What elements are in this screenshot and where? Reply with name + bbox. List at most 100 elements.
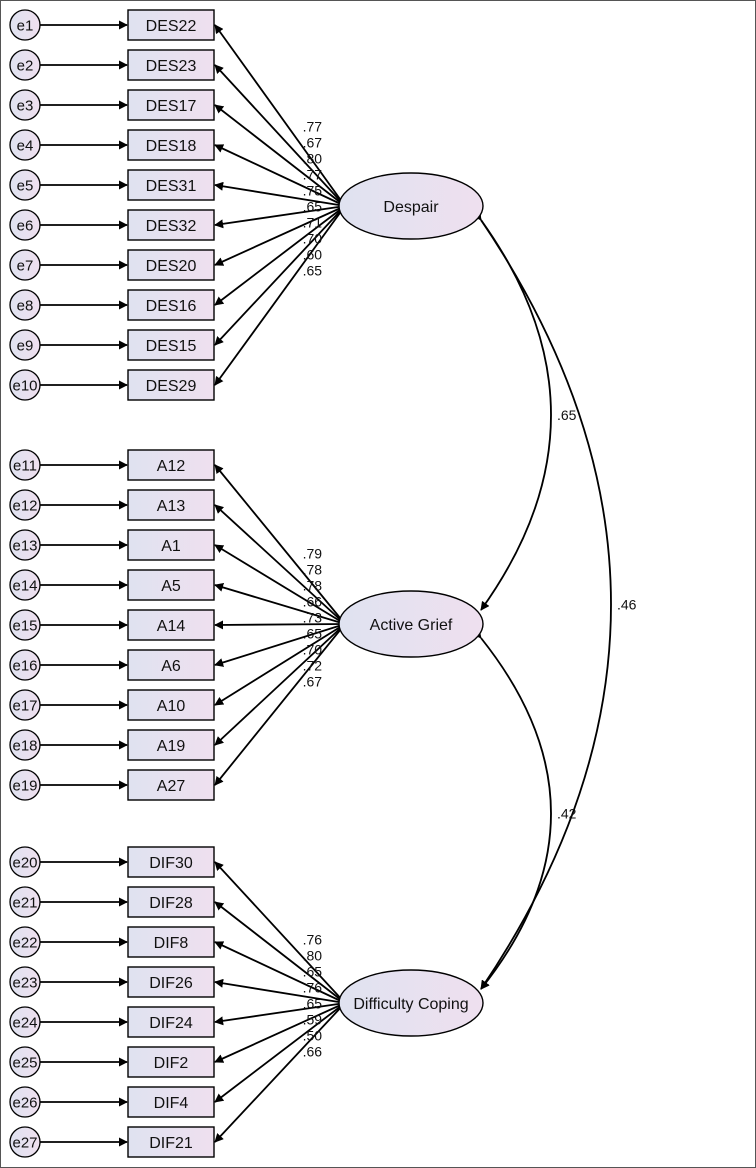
item-label-des29: DES29 bbox=[146, 378, 197, 395]
correlation-arc-despair-difficulty-coping bbox=[472, 210, 612, 990]
error-e13 bbox=[9, 529, 41, 561]
error-e7 bbox=[9, 249, 41, 281]
loading-value-dif30: .76 bbox=[303, 932, 323, 948]
error-label-e5: e5 bbox=[17, 178, 34, 195]
error-label-e14: e14 bbox=[12, 578, 37, 595]
item-box-dif30 bbox=[127, 846, 215, 878]
error-label-e25: e25 bbox=[12, 1055, 37, 1072]
error-e18 bbox=[9, 729, 41, 761]
error-e1 bbox=[9, 9, 41, 41]
loading-value-a10: .70 bbox=[303, 641, 323, 657]
loading-path-a19 bbox=[214, 623, 346, 746]
loading-value-a14: .73 bbox=[303, 609, 323, 625]
correlation-value-despair-difficulty-coping: .46 bbox=[617, 597, 637, 613]
loading-path-a14 bbox=[214, 620, 346, 630]
item-box-a19 bbox=[127, 729, 215, 761]
error-label-e19: e19 bbox=[12, 778, 37, 795]
error-label-e23: e23 bbox=[12, 975, 37, 992]
loading-value-a19: .72 bbox=[303, 657, 323, 673]
correlation-arc-active-grief-difficulty-coping bbox=[472, 628, 552, 990]
loading-value-a5: .66 bbox=[303, 593, 323, 609]
latent-label-despair: Despair bbox=[383, 199, 439, 216]
latent-active-grief bbox=[338, 590, 484, 658]
error-label-e21: e21 bbox=[12, 895, 37, 912]
loading-path-des29 bbox=[214, 205, 346, 386]
error-e5 bbox=[9, 169, 41, 201]
error-label-e1: e1 bbox=[17, 18, 34, 35]
error-e3 bbox=[9, 89, 41, 121]
item-label-dif2: DIF2 bbox=[154, 1055, 189, 1072]
loading-path-dif28 bbox=[214, 901, 346, 1004]
item-label-des16: DES16 bbox=[146, 298, 197, 315]
loading-value-des17: .80 bbox=[303, 151, 323, 167]
loading-path-dif30 bbox=[214, 861, 346, 1004]
item-box-a12 bbox=[127, 449, 215, 481]
item-box-dif8 bbox=[127, 926, 215, 958]
item-box-des17 bbox=[127, 89, 215, 121]
error-label-e4: e4 bbox=[17, 138, 34, 155]
item-box-dif26 bbox=[127, 966, 215, 998]
item-label-des18: DES18 bbox=[146, 138, 197, 155]
loading-value-des18: .77 bbox=[303, 167, 323, 183]
loading-path-a6 bbox=[214, 623, 346, 667]
loading-value-des20: .71 bbox=[303, 215, 323, 231]
item-box-a6 bbox=[127, 649, 215, 681]
error-label-e3: e3 bbox=[17, 98, 34, 115]
loading-path-dif24 bbox=[214, 1002, 346, 1026]
error-e2 bbox=[9, 49, 41, 81]
item-box-dif21 bbox=[127, 1126, 215, 1158]
item-box-a14 bbox=[127, 609, 215, 641]
item-label-dif8: DIF8 bbox=[154, 935, 189, 952]
item-label-des31: DES31 bbox=[146, 178, 197, 195]
item-label-des17: DES17 bbox=[146, 98, 197, 115]
error-label-e11: e11 bbox=[13, 458, 37, 475]
error-e9 bbox=[9, 329, 41, 361]
item-box-dif28 bbox=[127, 886, 215, 918]
loading-path-dif21 bbox=[214, 1002, 346, 1143]
item-label-dif21: DIF21 bbox=[149, 1135, 193, 1152]
loading-value-a27: .67 bbox=[303, 673, 323, 689]
item-label-a12: A12 bbox=[157, 458, 186, 475]
item-label-dif24: DIF24 bbox=[149, 1015, 193, 1032]
error-label-e10: e10 bbox=[12, 378, 37, 395]
error-label-e12: e12 bbox=[12, 498, 37, 515]
error-label-e26: e26 bbox=[12, 1095, 37, 1112]
error-e12 bbox=[9, 489, 41, 521]
error-label-e20: e20 bbox=[12, 855, 37, 872]
loading-value-dif8: .65 bbox=[303, 964, 323, 980]
loading-path-a13 bbox=[214, 504, 346, 625]
error-label-e2: e2 bbox=[17, 58, 34, 75]
loading-path-des22 bbox=[214, 24, 346, 207]
latent-label-difficulty-coping: Difficulty Coping bbox=[353, 996, 468, 1013]
item-label-a5: A5 bbox=[161, 578, 181, 595]
item-box-a27 bbox=[127, 769, 215, 801]
error-e22 bbox=[9, 926, 41, 958]
item-box-des15 bbox=[127, 329, 215, 361]
latent-despair bbox=[338, 172, 484, 240]
loading-value-dif28: .80 bbox=[303, 948, 323, 964]
item-label-des15: DES15 bbox=[146, 338, 197, 355]
loading-value-dif2: .59 bbox=[303, 1012, 323, 1028]
loading-path-des17 bbox=[214, 104, 346, 207]
loading-path-a10 bbox=[214, 623, 346, 706]
loading-path-des32 bbox=[214, 205, 346, 229]
item-label-a19: A19 bbox=[157, 738, 186, 755]
correlation-value-active-grief-difficulty-coping: .42 bbox=[557, 806, 577, 822]
loading-path-des18 bbox=[214, 144, 346, 207]
loading-path-dif8 bbox=[214, 941, 346, 1004]
error-e24 bbox=[9, 1006, 41, 1038]
item-label-a14: A14 bbox=[157, 618, 186, 635]
error-e14 bbox=[9, 569, 41, 601]
item-box-des32 bbox=[127, 209, 215, 241]
loading-value-a6: .65 bbox=[303, 625, 323, 641]
loading-path-a12 bbox=[214, 464, 346, 625]
item-label-a1: A1 bbox=[161, 538, 181, 555]
item-label-dif30: DIF30 bbox=[149, 855, 193, 872]
loading-value-dif21: .66 bbox=[303, 1044, 323, 1060]
error-e11 bbox=[9, 449, 41, 481]
loading-path-dif26 bbox=[214, 978, 346, 1004]
item-box-des23 bbox=[127, 49, 215, 81]
loading-path-des20 bbox=[214, 205, 346, 266]
error-e10 bbox=[9, 369, 41, 401]
